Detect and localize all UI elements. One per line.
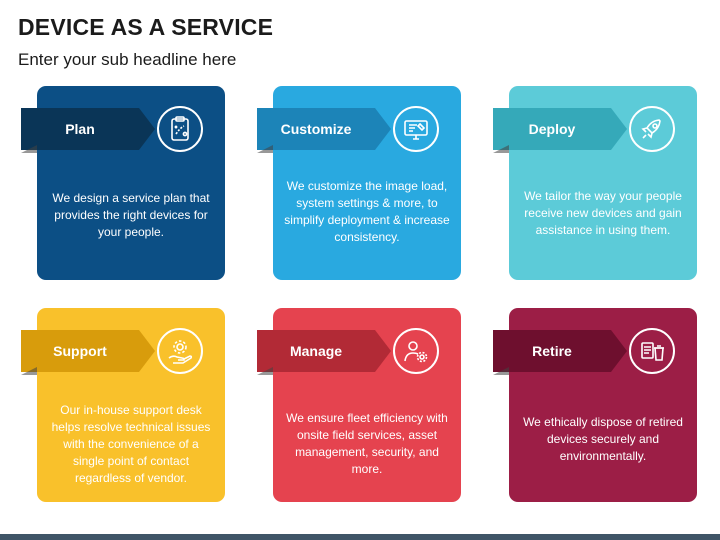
page-title: DEVICE AS A SERVICE: [18, 14, 274, 40]
card-customize-description: We customize the image load, system sett…: [284, 179, 450, 244]
card-manage: Manage We ensure fleet efficiency with o…: [257, 308, 461, 502]
tab-arrowhead: [375, 330, 391, 372]
tab-manage-fold: [257, 367, 273, 375]
card-support-label: Support: [53, 343, 107, 359]
tab-arrowhead: [611, 108, 627, 150]
tab-support-body: Support: [21, 330, 155, 372]
disposal-icon: [629, 328, 675, 374]
card-retire: Retire We ethically dispose of retired d…: [493, 308, 697, 502]
card-support-description: Our in-house support desk helps resolve …: [51, 403, 211, 485]
card-plan-description: We design a service plan that provides t…: [52, 191, 210, 239]
card-customize-label: Customize: [280, 121, 352, 137]
tab-retire-fold: [493, 367, 509, 375]
tab-manage: Manage: [257, 325, 407, 377]
tab-arrowhead: [139, 108, 155, 150]
tab-deploy-fold: [493, 145, 509, 153]
card-support: Support Our in-house support desk helps …: [21, 308, 225, 502]
footer-bar: [0, 534, 720, 540]
card-deploy-label: Deploy: [528, 121, 576, 137]
card-plan-label: Plan: [65, 121, 95, 137]
tab-plan-fold: [21, 145, 37, 153]
tab-retire: Retire: [493, 325, 643, 377]
tab-arrowhead: [611, 330, 627, 372]
tab-plan-body: Plan: [21, 108, 155, 150]
tab-customize: Customize: [257, 103, 407, 155]
card-deploy: Deploy We tailor the way your people rec…: [493, 86, 697, 280]
person-gear-icon: [393, 328, 439, 374]
tab-manage-body: Manage: [257, 330, 391, 372]
hand-gear-icon: [157, 328, 203, 374]
rocket-icon: [629, 106, 675, 152]
tab-deploy: Deploy: [493, 103, 643, 155]
tab-support: Support: [21, 325, 171, 377]
tab-arrowhead: [139, 330, 155, 372]
tab-customize-fold: [257, 145, 273, 153]
card-manage-description: We ensure fleet efficiency with onsite f…: [286, 411, 448, 476]
card-customize: Customize We customize the image load, s…: [257, 86, 461, 280]
tab-arrowhead: [375, 108, 391, 150]
tab-plan: Plan: [21, 103, 171, 155]
card-plan: Plan We design a service plan that provi…: [21, 86, 225, 280]
card-manage-label: Manage: [289, 343, 343, 359]
card-retire-label: Retire: [532, 343, 572, 359]
tab-support-fold: [21, 367, 37, 375]
tab-retire-body: Retire: [493, 330, 627, 372]
clipboard-strategy-icon: [157, 106, 203, 152]
tab-customize-body: Customize: [257, 108, 391, 150]
computer-settings-icon: [393, 106, 439, 152]
tab-deploy-body: Deploy: [493, 108, 627, 150]
card-retire-description: We ethically dispose of retired devices …: [523, 415, 683, 463]
card-deploy-description: We tailor the way your people receive ne…: [524, 189, 682, 237]
page-subtitle: Enter your sub headline here: [18, 50, 237, 69]
